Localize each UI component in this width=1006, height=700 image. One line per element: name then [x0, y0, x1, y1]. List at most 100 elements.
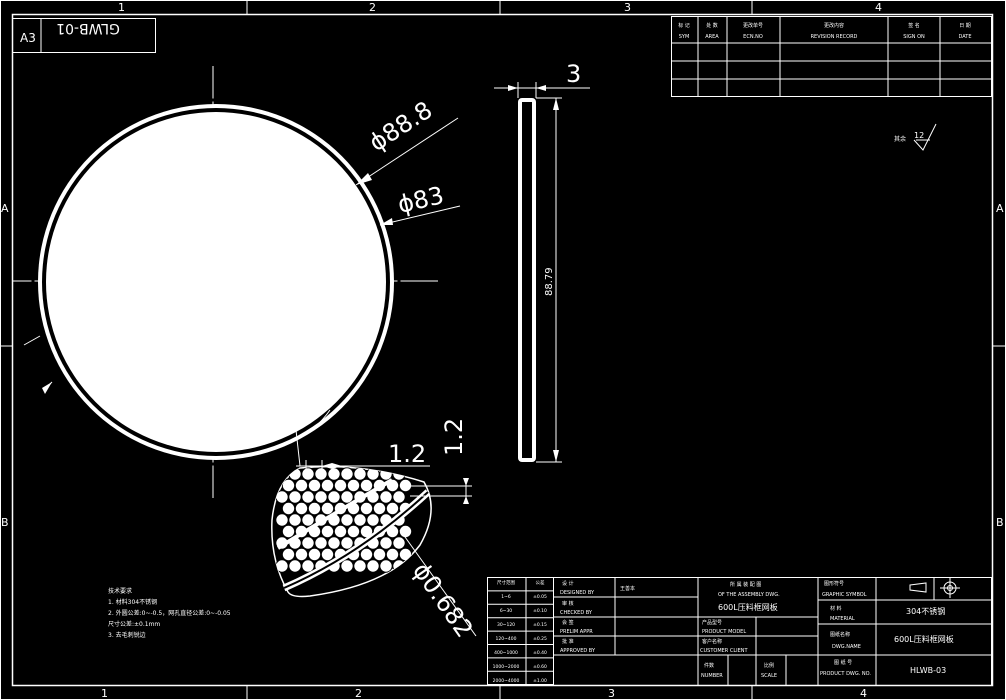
zone-col-label: 2 [369, 1, 376, 14]
perforation-hole [340, 559, 354, 573]
perforation-hole [320, 524, 335, 539]
tb-customer-cn: 客户名称 [702, 638, 722, 645]
tol-header: 尺寸范围 [497, 579, 515, 586]
perforation-hole [294, 501, 309, 516]
zone-row-label: A [1, 202, 9, 215]
perforation-hole [275, 513, 289, 527]
perforation-hole [301, 467, 315, 481]
gap-label: 1.2 [440, 418, 468, 456]
zone-col-label: 4 [860, 687, 867, 700]
perforation-hole [353, 467, 367, 481]
tb-assembly-value: 600L压料框网板 [718, 602, 778, 612]
perforation-hole [281, 524, 296, 539]
notes-line: 尺寸公差:±0.1mm [108, 620, 160, 628]
mesh-plate-front-view [12, 66, 438, 498]
perforation-hole [288, 490, 302, 504]
perforation-hole [320, 478, 335, 493]
outer-diameter-label: ϕ88.8 [364, 96, 437, 157]
tb-dwgno-value: HLWB-03 [910, 666, 946, 675]
perforation-hole [301, 490, 315, 504]
technical-notes: 技术要求 1. 材料304不锈钢 2. 外圆公差:0~-0.5，网孔直径公差:0… [108, 587, 231, 639]
perforation-hole [385, 547, 400, 562]
roughness-value: 12 [914, 131, 924, 140]
notes-line: 3. 去毛刺锐边 [108, 631, 146, 639]
perforation-hole [320, 501, 335, 516]
perforation-hole [333, 524, 348, 539]
perforation-hole [398, 478, 413, 493]
tol-range: 1~6 [501, 594, 511, 600]
perforation-hole [340, 490, 354, 504]
sheet-id-box: A3 GLWB-01 [12, 18, 156, 53]
perforation-hole [314, 467, 328, 481]
tb-customer-en: CUSTOMER CLIENT [700, 648, 749, 654]
title-block: 设 计 DESIGNED BY 王善本 审 核 CHECKED BY 会 签 P… [553, 577, 992, 686]
roughness-label: 其余 [894, 135, 906, 143]
perforation-hole [340, 536, 354, 550]
tb-dwgname-value: 600L压料框网板 [894, 634, 954, 644]
perforation-hole [288, 559, 302, 573]
tb-scale-en: SCALE [761, 673, 777, 679]
tol-value: ±0.60 [533, 664, 547, 670]
rev-header-cn: 处 数 [706, 22, 718, 29]
rev-header-en: REVISION RECORD [811, 34, 858, 40]
tb-number-cn: 件数 [704, 662, 714, 669]
tolerance-table: 尺寸范围 公差 1~6 ±0.05 6~30 ±0.10 30~120 ±0.1… [487, 577, 554, 685]
perforation-hole [392, 490, 406, 504]
perforation-hole [372, 547, 387, 562]
perforation-hole [340, 513, 354, 527]
hole-diameter-label: ϕ0.682 [407, 557, 478, 642]
perforation-hole [359, 547, 374, 562]
zone-col-label: 1 [118, 1, 125, 14]
perforation-hole [307, 478, 322, 493]
perforation-hole [359, 478, 374, 493]
tb-designed-cn: 设 计 [562, 580, 574, 587]
notes-title: 技术要求 [108, 587, 132, 595]
tb-dwgno-en: PRODUCT DWG. NO. [820, 671, 871, 677]
perforation-hole [379, 559, 393, 573]
tol-value: ±0.10 [533, 608, 547, 614]
perforation-hole [346, 478, 361, 493]
tb-material-value: 304不锈钢 [906, 606, 945, 616]
zone-col-label: 3 [608, 687, 615, 700]
surface-roughness-symbol: 其余 12 [894, 123, 937, 151]
perforation-hole [320, 547, 335, 562]
perforation-hole [314, 490, 328, 504]
tol-range: 120~400 [496, 636, 517, 642]
tol-range: 1000~2000 [493, 664, 520, 670]
rev-header-cn: 签 名 [908, 22, 920, 29]
perforation-hole [307, 547, 322, 562]
tol-range: 400~1000 [494, 650, 518, 656]
tb-prelim-cn: 会 签 [562, 619, 574, 626]
thickness-label: 3 [566, 60, 581, 88]
zone-col-label: 4 [875, 1, 882, 14]
perforation-hole [379, 490, 393, 504]
tol-range: 30~120 [497, 622, 515, 628]
tol-range: 6~30 [500, 608, 512, 614]
tb-checked-cn: 审 核 [562, 600, 574, 607]
tb-scale-cn: 比例 [764, 662, 774, 669]
rev-header-cn: 更改单号 [743, 22, 763, 29]
perforation-hole [353, 559, 367, 573]
tb-material-en: MATERIAL [830, 616, 855, 622]
perforation-hole [281, 547, 296, 562]
tb-symbol-cn: 图形符号 [824, 580, 844, 587]
revision-table: 标 记 处 数 更改单号 更改内容 签 名 日 期 SYM AREA ECN.N… [671, 16, 992, 97]
rev-header-en: AREA [705, 34, 719, 40]
perforation-hole [366, 513, 380, 527]
sheet-size: A3 [20, 31, 36, 45]
perforation-hole [314, 536, 328, 550]
tb-material-cn: 材 料 [830, 605, 842, 612]
rev-header-en: ECN.NO [743, 34, 763, 40]
perforation-hole [340, 467, 354, 481]
notes-line: 2. 外圆公差:0~-0.5，网孔直径公差:0~-0.05 [108, 609, 231, 617]
rev-header-cn: 更改内容 [824, 22, 844, 29]
zone-col-label: 2 [355, 687, 362, 700]
perforation-hole [333, 478, 348, 493]
tb-number-en: NUMBER [701, 673, 723, 679]
tol-value: ±0.15 [533, 622, 547, 628]
tb-assembly-cn: 所 属 装 配 图 [730, 581, 761, 588]
perforation-hole [392, 536, 406, 550]
perforation-hole [288, 513, 302, 527]
